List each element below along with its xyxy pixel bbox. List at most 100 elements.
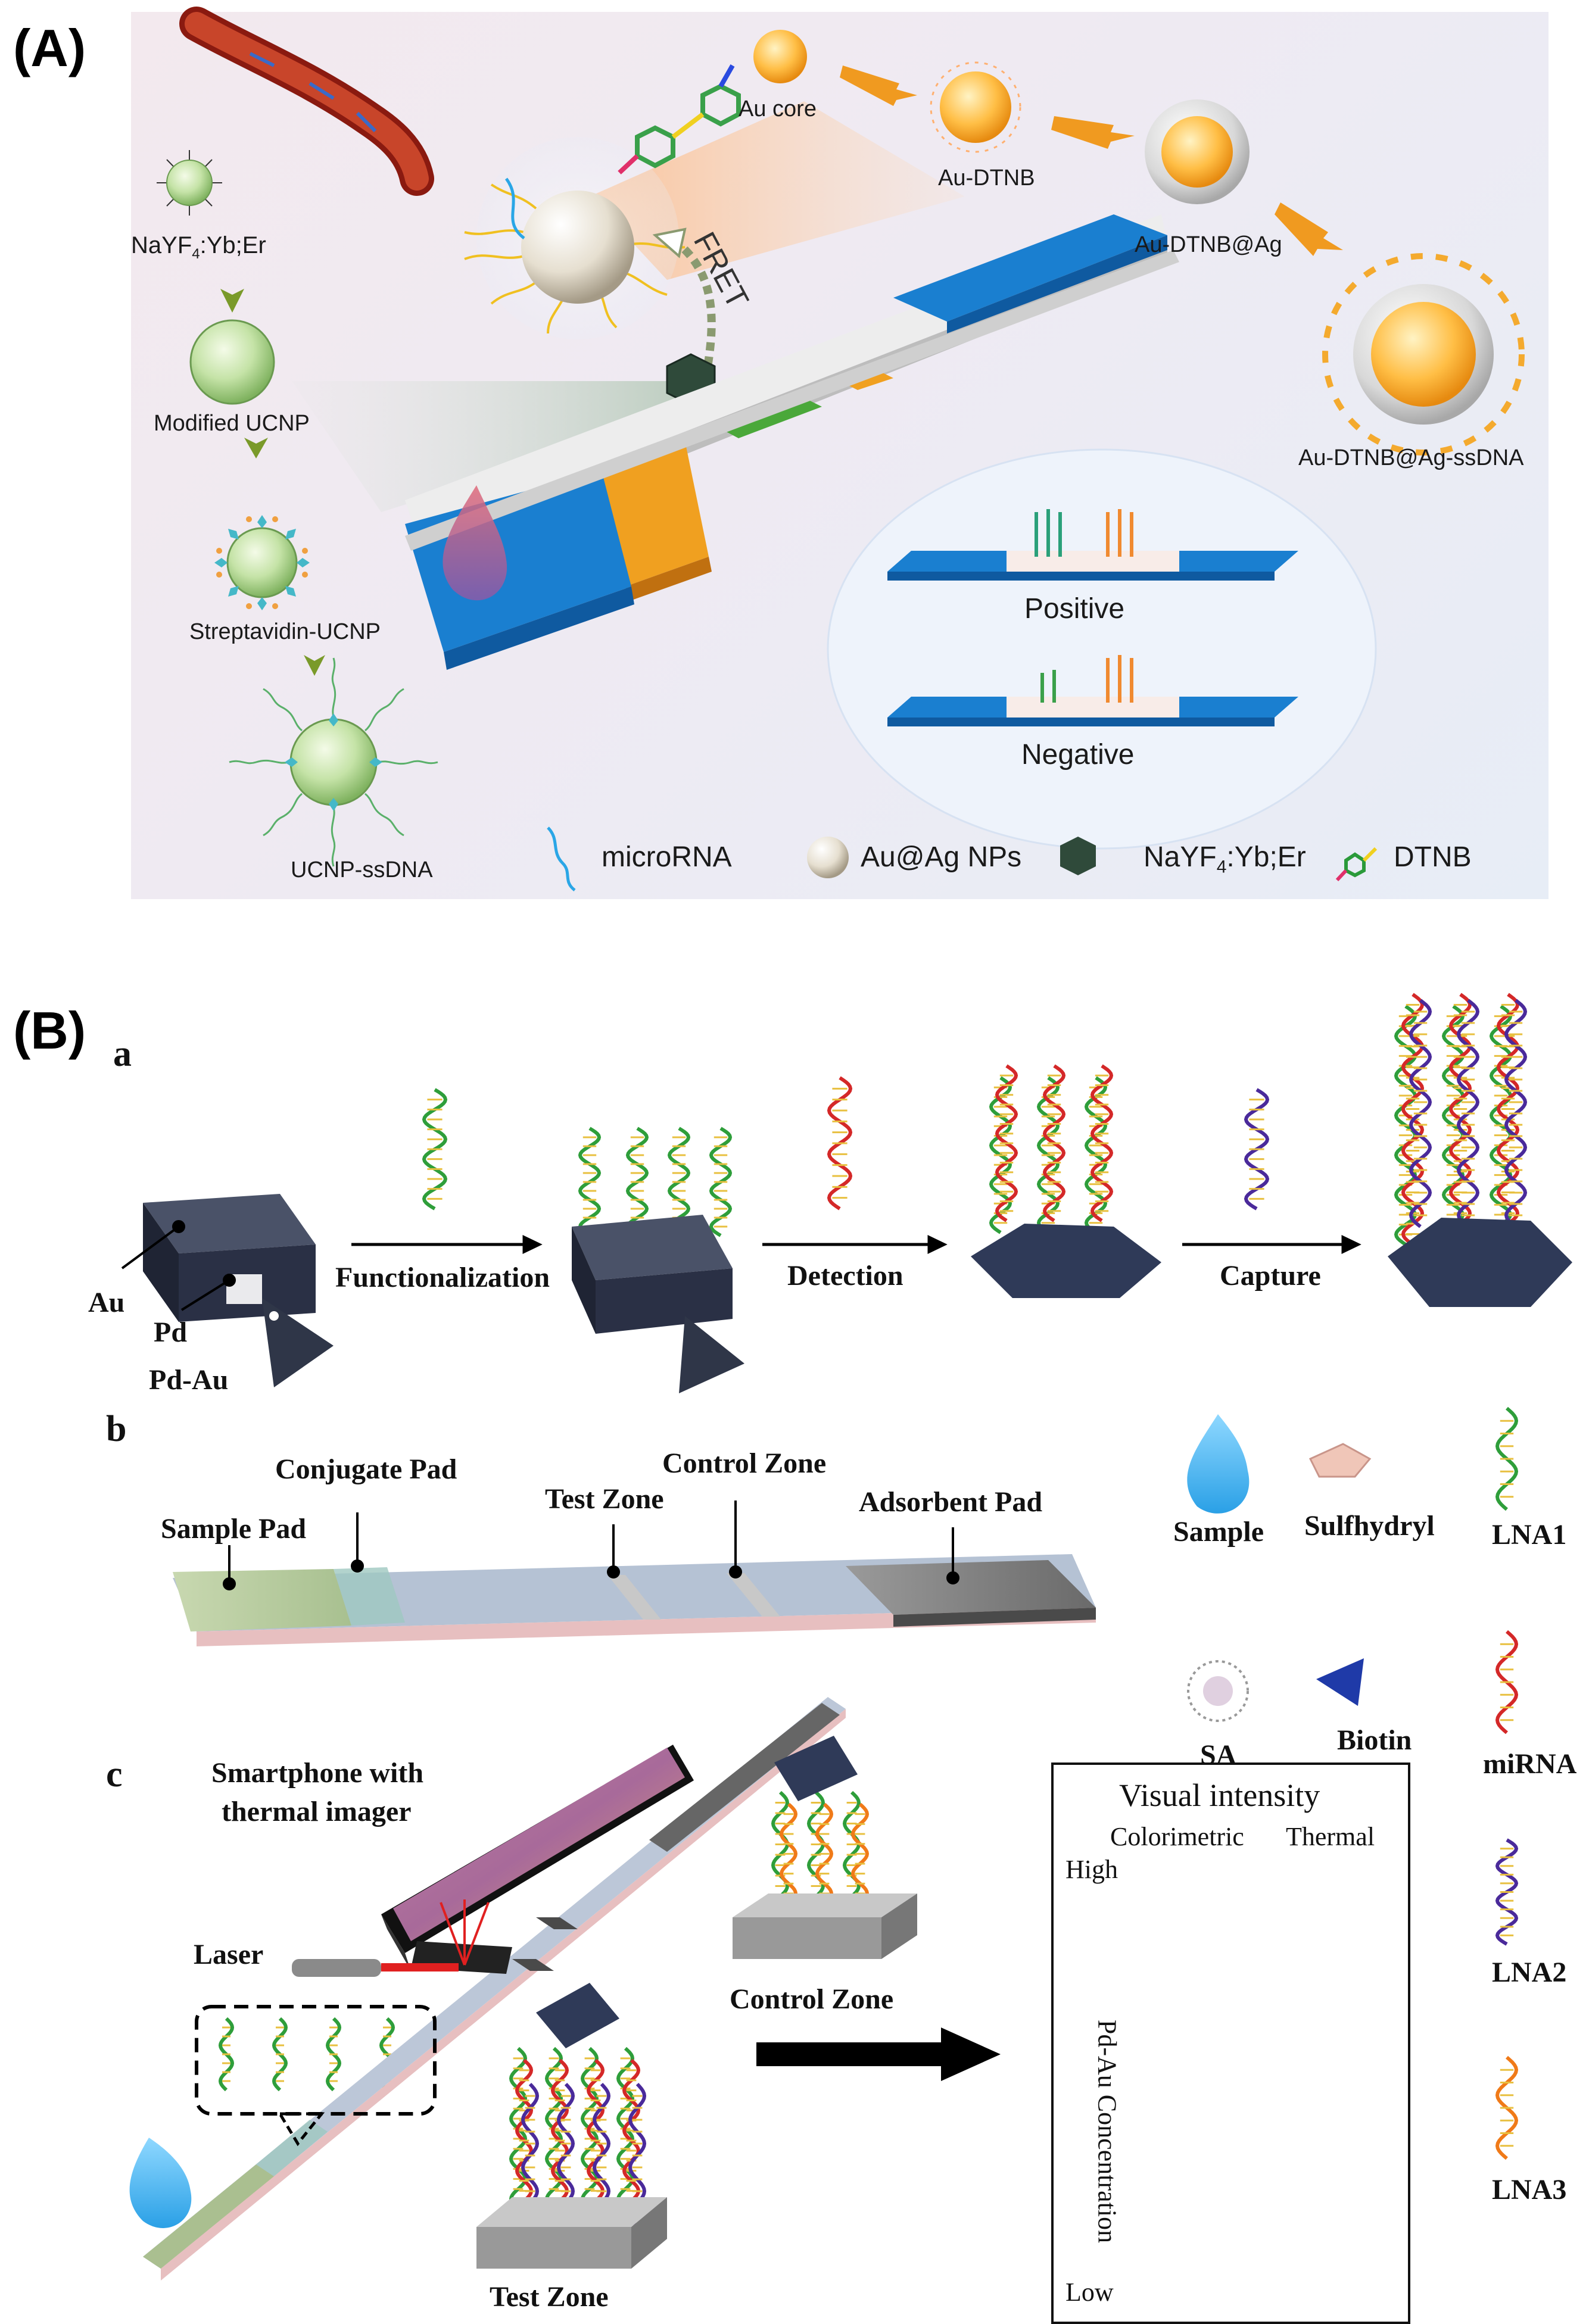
test-zone-bar (607, 1575, 661, 1620)
intensity-col1: Colorimetric (1110, 1822, 1244, 1851)
step-arrows (351, 1235, 1361, 1254)
result-ellipse (827, 448, 1377, 850)
helix-det-r0 (995, 1064, 1018, 1222)
ucnp-ssdna-sphere (229, 657, 438, 867)
au-dtnb-ag-particle (1145, 99, 1250, 204)
legend-nayf-icon (1060, 837, 1096, 875)
auag-ligand-particle (464, 177, 686, 334)
helix-func-1 (625, 1127, 649, 1237)
positive-label: Positive (1024, 593, 1125, 625)
legend-dtnb-label: DTNB (1394, 841, 1472, 873)
intensity-col2: Thermal (1286, 1822, 1375, 1851)
au-core (753, 30, 807, 83)
au-dtnb-ag-ssdna-particle (1322, 253, 1525, 456)
tz-r1 (550, 2058, 569, 2223)
key-lna3-label: LNA3 (1492, 2174, 1567, 2206)
streptavidin-ucnp-label: Streptavidin-UCNP (189, 619, 381, 644)
legend-nayf-label: NaYF4:Yb;Er (1144, 841, 1306, 877)
au-dtnb-ag-label: Au-DTNB@Ag (1135, 232, 1282, 257)
key-sulfhydryl-icon (1308, 1443, 1372, 1478)
legend-auag-icon (807, 837, 849, 878)
helix-func-3 (709, 1127, 733, 1237)
fluorescence-beam (292, 381, 685, 512)
legend-microrna-icon (547, 826, 576, 891)
control-zone-bar (727, 1573, 780, 1617)
legend-auag-label: Au@Ag NPs (861, 841, 1022, 873)
zoom-helix-1 (272, 2017, 288, 2092)
modified-ucnp-sphere (189, 319, 275, 405)
zoom-helix-0 (218, 2017, 235, 2092)
fret-arrow (652, 227, 716, 394)
key-helix-lna3 (1495, 2055, 1519, 2160)
test-zone-c-label: Test Zone (490, 2281, 609, 2313)
key-mirna-label: miRNA (1483, 1748, 1577, 1780)
detection-hexagon (971, 1224, 1161, 1298)
au-dtnb-ag-ssdna-label: Au-DTNB@Ag-ssDNA (1298, 445, 1524, 470)
positive-strip-sketch (887, 509, 1298, 581)
control-zone-label: Control Zone (662, 1448, 827, 1479)
intensity-low: Low (1065, 2278, 1114, 2307)
panel-a-label: (A) (13, 18, 86, 77)
zoom-box (195, 2005, 437, 2116)
helix-cap-p0 (1409, 999, 1432, 1228)
test-zone-block (476, 1983, 667, 2269)
au-dtnb-label: Au-DTNB (938, 166, 1035, 191)
sub-panel-a-letter: a (113, 1034, 132, 1074)
panel-b-strip (173, 1501, 1096, 1646)
adsorbent-pad-label: Adsorbent Pad (859, 1486, 1043, 1518)
key-sulfhydryl-label: Sulfhydryl (1304, 1510, 1435, 1542)
negative-strip-sketch (887, 655, 1298, 726)
tz-r2 (586, 2058, 605, 2223)
intensity-high: High (1065, 1855, 1118, 1884)
sub-panel-c-letter: c (106, 1754, 123, 1795)
pd-au-pointers (121, 1220, 236, 1311)
helix-det-r1 (1042, 1064, 1066, 1222)
sample-pad-label: Sample Pad (161, 1513, 307, 1545)
nayf-label: NaYF4:Yb;Er (131, 232, 266, 262)
smartphone-label-line2: thermal imager (222, 1796, 412, 1827)
panel-a-strip (405, 214, 1179, 670)
key-helix-mirna (1495, 1630, 1519, 1735)
helix-det-r2 (1090, 1064, 1114, 1222)
helix-mirna (827, 1076, 853, 1211)
tz-r3 (622, 2058, 641, 2223)
helix-lna1 (422, 1088, 448, 1211)
capture-label: Capture (1220, 1260, 1321, 1292)
capture-hexagon (1388, 1218, 1572, 1307)
pd-label: Pd (154, 1317, 188, 1348)
key-sample-label: Sample (1173, 1516, 1264, 1548)
right-chain-arrows (840, 65, 1343, 256)
sub-panel-b-letter: b (106, 1409, 127, 1449)
left-chain-arrows (220, 289, 325, 676)
au-dtnb-particle (930, 61, 1021, 153)
key-sample-icon (1187, 1414, 1250, 1514)
sample-pad-shape (173, 1569, 351, 1632)
legend-dtnb-icon (1335, 847, 1378, 882)
legend-microrna-label: microRNA (602, 841, 732, 873)
key-sa-icon (1187, 1660, 1249, 1722)
sample-drop-c (129, 2138, 192, 2228)
adsorbent-pad-shape (846, 1560, 1096, 1615)
visual-intensity-box: Visual intensity Colorimetric Thermal Hi… (1051, 1763, 1410, 2324)
key-biotin-icon (1316, 1658, 1364, 1706)
helix-func-0 (578, 1127, 602, 1237)
intensity-title: Visual intensity (1119, 1777, 1320, 1813)
negative-label: Negative (1021, 739, 1135, 770)
functionalization-label: Functionalization (335, 1262, 550, 1293)
detection-label: Detection (787, 1260, 903, 1292)
panel-c-strip (143, 1697, 846, 2281)
panel-b-label: (B) (13, 1001, 86, 1060)
key-lna2-label: LNA2 (1492, 1957, 1567, 1988)
zoom-helix-2 (325, 2017, 342, 2092)
helix-cap-p1 (1456, 999, 1480, 1228)
oa-nanoparticle (157, 150, 222, 216)
pd-au-label: Pd-Au (149, 1364, 229, 1396)
au-label: Au (88, 1287, 125, 1318)
pd-au-cube (143, 1194, 334, 1387)
functionalized-cube (572, 1215, 744, 1393)
control-zone-c-label: Control Zone (730, 1983, 894, 2015)
modified-ucnp-label: Modified UCNP (154, 411, 310, 436)
streptavidin-ucnp-sphere (214, 515, 310, 610)
key-helix-lna1 (1495, 1406, 1519, 1511)
